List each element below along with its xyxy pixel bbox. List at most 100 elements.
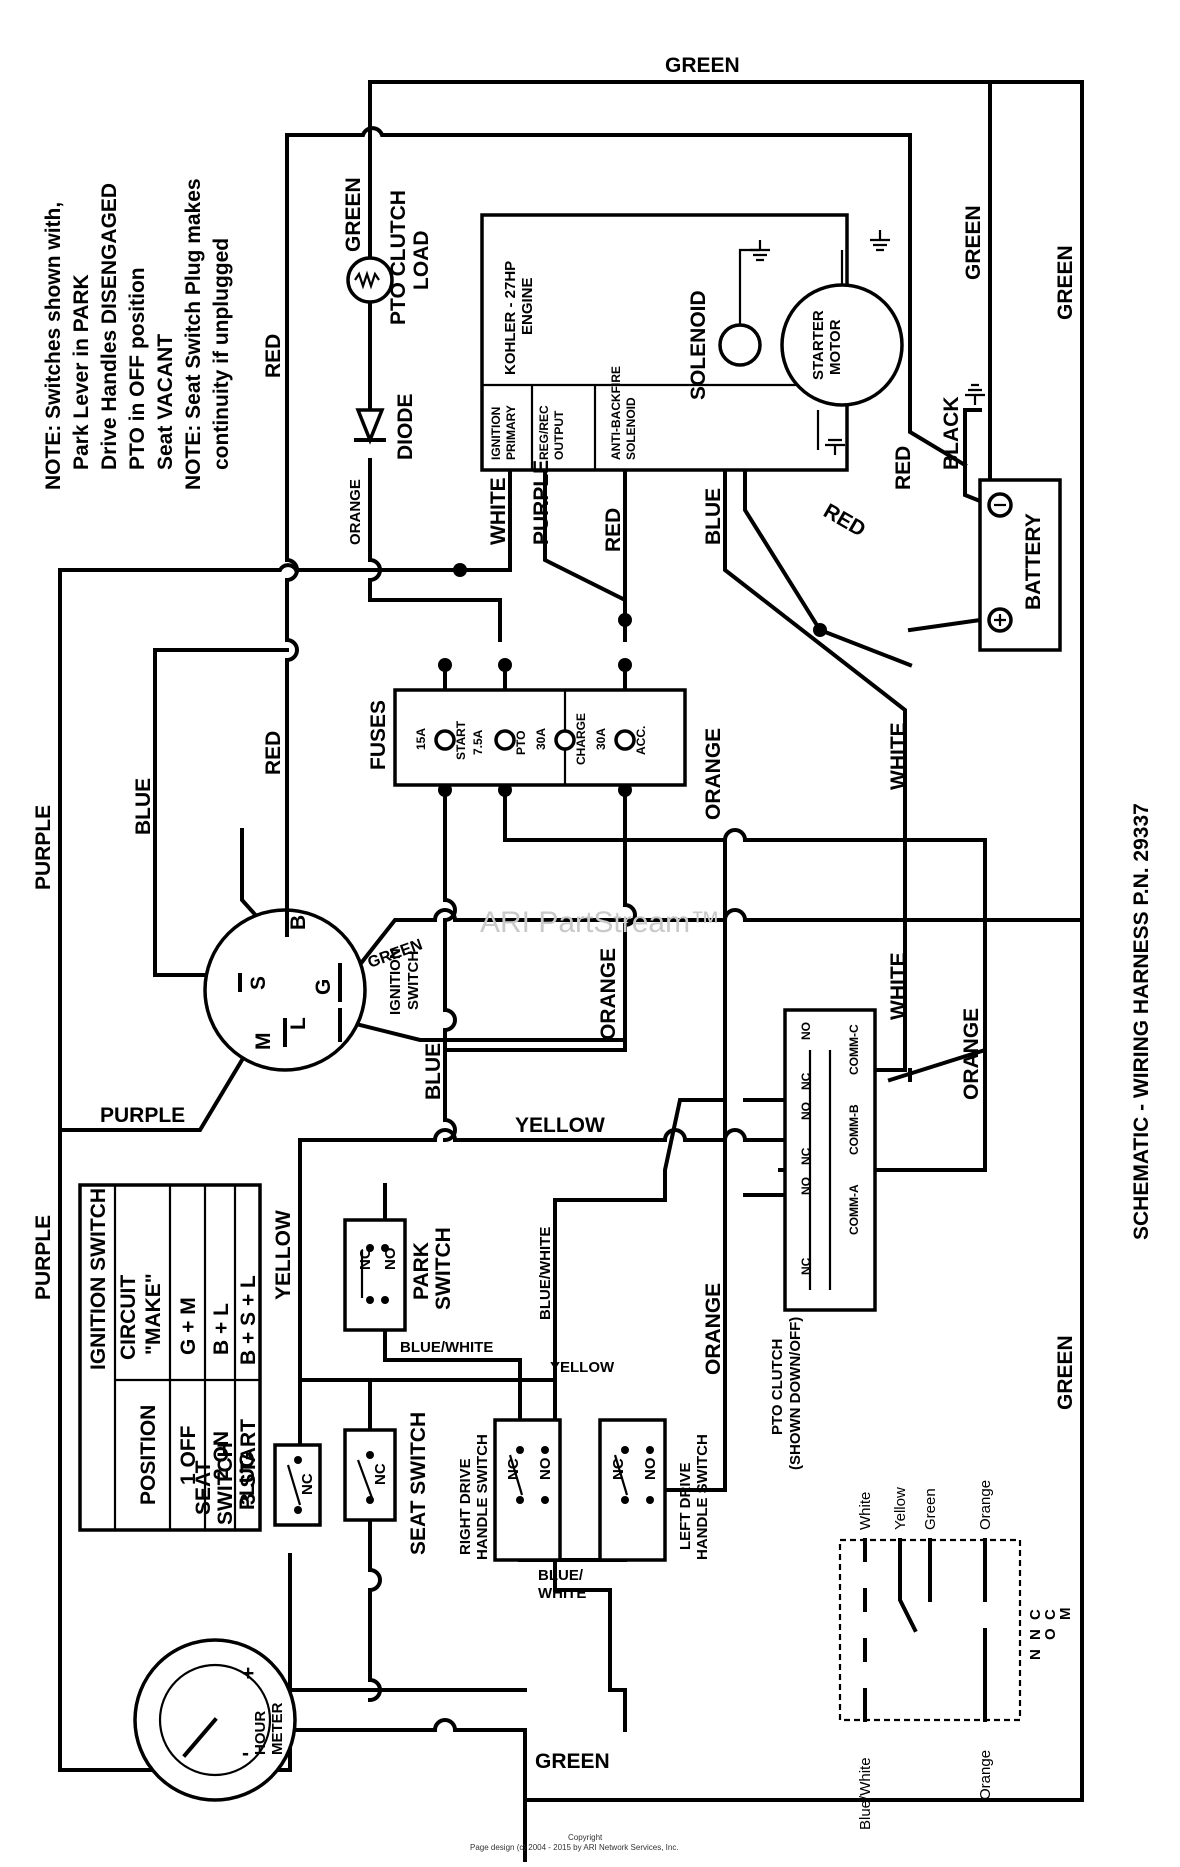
junction-dot (498, 658, 512, 672)
terminal-label: NO (799, 1177, 813, 1195)
ignition-table-cell: G + M (177, 1297, 200, 1355)
terminal-label: REG/REC (537, 405, 551, 460)
engine-label: ENGINE (519, 277, 536, 335)
watermark: ARI PartStream™ (480, 906, 720, 939)
right-drive-label: HANDLE SWITCH (474, 1434, 491, 1560)
note-block: NOTE: Switches shown with, Park Lever in… (42, 178, 233, 490)
seat-switch-label: SEAT SWITCH (407, 1412, 430, 1555)
wire-red-battery (907, 617, 983, 633)
wire-label: ORANGE (702, 1283, 725, 1375)
junction-dot (813, 623, 827, 637)
ignition-table-col: "MAKE" (142, 1273, 165, 1355)
wire-label: ORANGE (702, 728, 725, 820)
wire-label: GREEN (665, 54, 740, 77)
terminal-label: COMM-B (847, 1104, 861, 1155)
wire-label: YELLOW (272, 1210, 295, 1300)
terminal-label: NC (610, 1458, 627, 1480)
wire-label: PURPLE (100, 1104, 185, 1127)
wire-label: YELLOW (550, 1359, 615, 1376)
wire-blue-white (553, 1098, 727, 1382)
wire-pto-load-lower (368, 298, 502, 642)
wire-label: YELLOW (515, 1114, 605, 1137)
terminal-label: B (287, 915, 310, 930)
wire-label: WHITE (887, 722, 910, 790)
right-drive-label: RIGHT DRIVE (457, 1458, 474, 1555)
wire-label: RED (892, 446, 915, 490)
terminal-label: NC (372, 1463, 389, 1485)
fuse-box (393, 688, 687, 787)
wire-purple-regrec (543, 468, 627, 642)
terminal-label: NC (799, 1147, 813, 1165)
pto-clutch-label: (SHOWN DOWN/OFF) (787, 1317, 804, 1470)
copyright-line: Copyright (568, 1833, 603, 1842)
terminal-label: ANTI-BACKFIRE (609, 366, 623, 460)
pto-clutch-load-label: LOAD (410, 231, 433, 291)
wire-label: BLUE/WHITE (400, 1339, 493, 1356)
labels: SCHEMATIC - WIRING HARNESS P.N. 29337 NO… (32, 54, 1153, 1852)
ignition-table-cell: B + L (210, 1303, 233, 1355)
note-line: NOTE: Seat Switch Plug makes (182, 178, 205, 490)
note-line: Seat VACANT (154, 334, 177, 470)
wire-label: RED (602, 508, 625, 552)
ignition-table-col: CIRCUIT (117, 1275, 140, 1360)
starter-assembly (718, 248, 904, 450)
fuse-name: CHARGE (574, 713, 588, 765)
wire-label: WHITE (487, 477, 510, 545)
hour-meter-label: HOUR (252, 1711, 269, 1755)
fuses-label: FUSES (367, 700, 390, 770)
ignition-table-cell: 2 ON (210, 1431, 233, 1480)
wire-label: BLUE (422, 1043, 445, 1100)
terminal-label: OUTPUT (552, 410, 566, 460)
terminal-label: COMM-C (847, 1024, 861, 1075)
wire-hour-meter-neg (238, 1718, 527, 1732)
wire-label: BLUE (702, 488, 725, 545)
terminal-label: L (287, 1017, 310, 1030)
terminal-label: IGNITION (489, 407, 503, 460)
terminal-label: S (247, 976, 270, 990)
wire-white-ignition (448, 468, 512, 572)
park-switch (343, 1218, 407, 1332)
wire-label: GREEN (1054, 245, 1077, 320)
wire-seat (298, 1378, 382, 1703)
junction-dot (618, 658, 632, 672)
fuse-amp: 15A (414, 728, 428, 750)
pto-clutch-label: PTO CLUTCH (769, 1339, 786, 1435)
pto-detail-letter: M (1057, 1608, 1074, 1621)
pto-detail-label: Orange (977, 1750, 994, 1800)
ground-symbols (750, 230, 985, 455)
pto-detail-label: Green (922, 1488, 939, 1530)
wire-label: RED (820, 499, 870, 541)
terminal-label: SOLENOID (624, 397, 638, 460)
pto-detail-label: Orange (977, 1480, 994, 1530)
wire-yellow-lower (298, 1278, 557, 1422)
ignition-table-cell: 1 OFF (177, 1425, 200, 1485)
seat-switch-plug (273, 1443, 322, 1527)
pto-detail-letter: N (1027, 1649, 1044, 1660)
terminal-label: NC (299, 1473, 316, 1495)
terminal-label: NO (799, 1102, 813, 1120)
pto-detail-diagram (838, 1538, 1022, 1722)
terminal-label: G (312, 979, 335, 995)
fuse-name: ACC. (634, 726, 648, 755)
copyright-line: Page design (c) 2004 - 2015 by ARI Netwo… (470, 1843, 679, 1852)
diode-label: DIODE (394, 393, 417, 460)
pto-detail-label: Blue/White (857, 1757, 874, 1830)
wire-label: GREEN (342, 177, 365, 252)
terminal-label: NO (537, 1457, 554, 1480)
note-line: PTO in OFF position (126, 267, 149, 470)
wire-black-ground (963, 408, 993, 508)
fuse-amp: 30A (534, 728, 548, 750)
left-drive-switch (598, 1418, 667, 1562)
fuse-name: START (454, 720, 468, 760)
pto-clutch-load (346, 256, 394, 304)
hour-meter-label: METER (269, 1702, 286, 1755)
junction-dot (438, 658, 452, 672)
note-line: NOTE: Switches shown with, (42, 202, 65, 490)
ignition-table-cell: 3 START (237, 1419, 260, 1505)
seat-plug-label: SEAT (192, 1460, 215, 1515)
junction-dot (618, 613, 632, 627)
wire-label: GREEN (962, 205, 985, 280)
diode (354, 408, 386, 445)
pto-detail-label: White (857, 1492, 874, 1530)
wire-label: PURPLE (530, 460, 553, 545)
